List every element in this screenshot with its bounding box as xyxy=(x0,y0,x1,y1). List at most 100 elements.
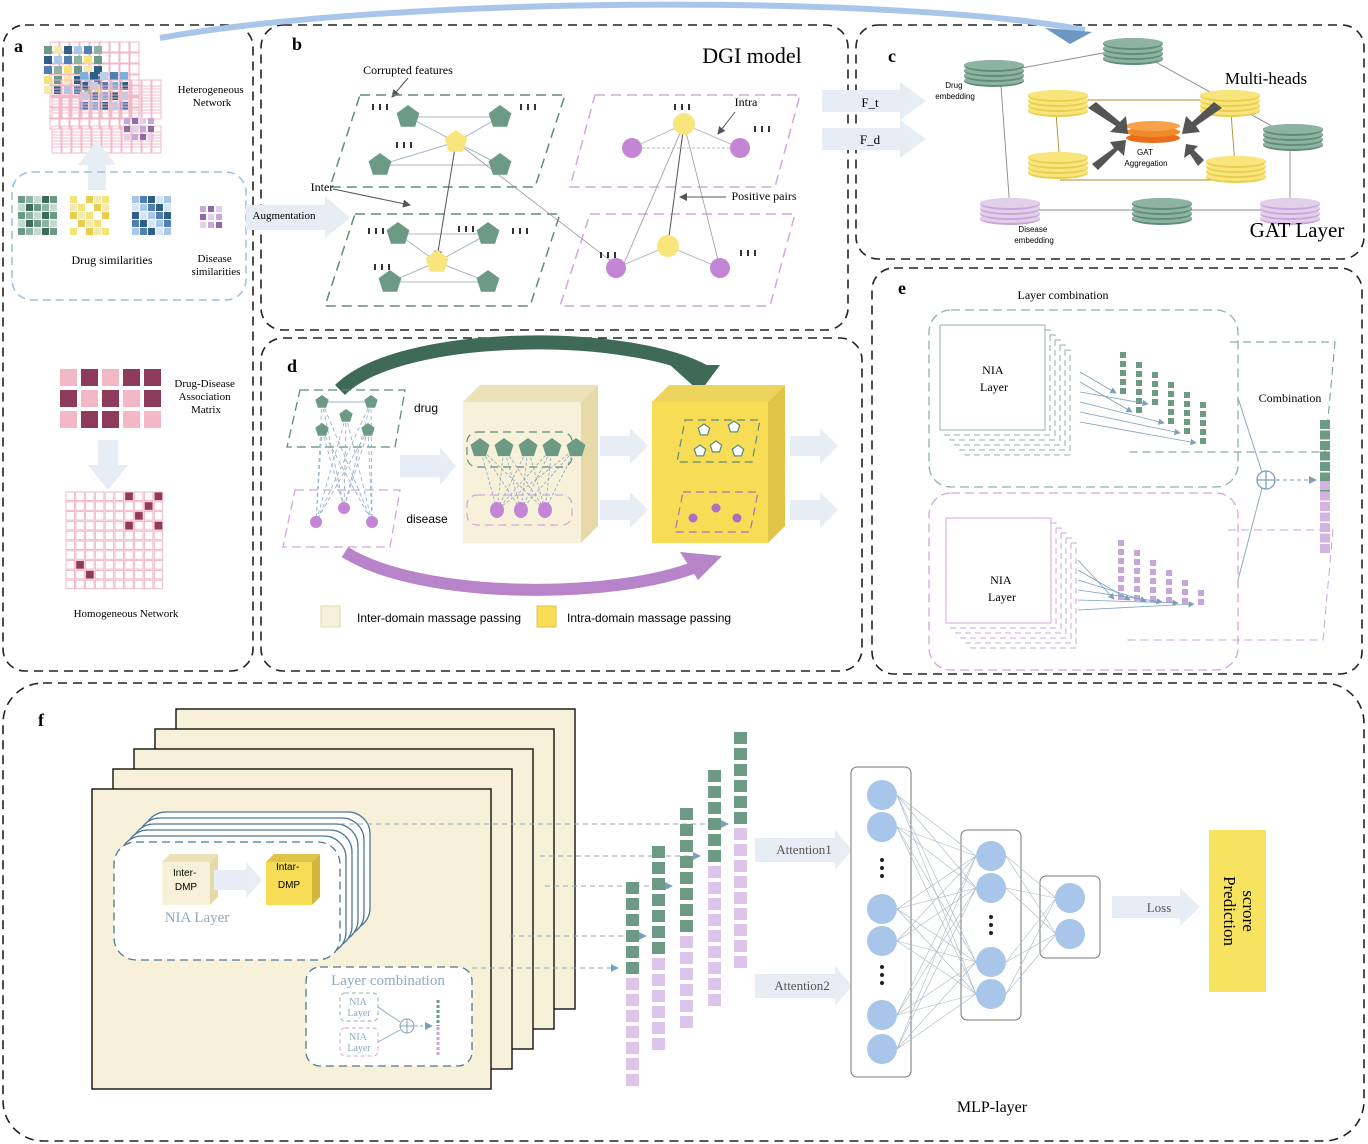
homo-cell xyxy=(65,560,75,570)
e-purple-col-cell xyxy=(1118,594,1124,600)
het-purple-cell xyxy=(148,134,154,140)
f-layer-comb-box xyxy=(305,966,473,1067)
mlp-ellipsis-dot xyxy=(880,965,884,969)
het-pink-cell xyxy=(91,103,102,114)
homo-cell xyxy=(65,569,75,580)
mlp-node xyxy=(867,812,897,842)
d-cube-link xyxy=(496,447,553,511)
mlp-edge xyxy=(896,855,977,910)
het-pink-cell xyxy=(141,103,152,114)
homo-cell xyxy=(143,491,154,501)
tick-mark xyxy=(614,252,616,258)
d-arrow-4 xyxy=(790,428,838,464)
homo-cell xyxy=(124,491,134,501)
het-purple-cell xyxy=(140,134,146,140)
mlp-node xyxy=(976,947,1006,977)
homo-cell xyxy=(94,511,105,521)
panel-d: d drug disease xyxy=(282,335,838,628)
het-pink-cell xyxy=(121,91,132,102)
fd-arrow xyxy=(822,120,926,158)
tick-mark xyxy=(386,104,388,110)
ft-arrow xyxy=(822,82,926,120)
mlp-edge xyxy=(1005,933,1057,995)
d-cube-link xyxy=(544,447,577,511)
homo-cell xyxy=(114,530,124,541)
mlp-edge xyxy=(896,794,977,857)
het-cell xyxy=(49,96,60,108)
augmentation-label: Augmentation xyxy=(253,210,316,222)
drug-emb-label-l2: embedding xyxy=(935,92,975,101)
het-pink-cell xyxy=(71,125,82,136)
het-blue-cell xyxy=(90,72,98,80)
e-combined-column xyxy=(1320,420,1330,553)
d-purple-curve xyxy=(341,546,703,596)
sim3-cell xyxy=(164,220,171,227)
het-pink-cell xyxy=(51,131,62,142)
homogeneous-label: Homogeneous Network xyxy=(74,608,179,620)
panel-d-letter: d xyxy=(287,356,297,376)
homo-cell xyxy=(114,560,124,570)
sim3-cell xyxy=(156,228,163,235)
f-col-green-cell xyxy=(652,862,665,874)
het-pink-cell xyxy=(51,79,62,90)
d-link xyxy=(315,415,347,523)
yellow-disk-tl-layer-top xyxy=(1028,90,1088,100)
e-comb-purple-cell xyxy=(1320,544,1330,553)
het-pink-cell xyxy=(151,137,162,148)
f-col-purple-cell xyxy=(734,956,747,968)
b-green-top-plane xyxy=(328,94,567,188)
het-pink-cell xyxy=(91,125,102,136)
e-green-stack xyxy=(939,324,1071,456)
e-purple-col-arrow xyxy=(1077,599,1179,607)
homo-cell xyxy=(134,520,144,531)
f-col-purple-cell xyxy=(708,882,721,894)
homo-cell xyxy=(134,569,144,580)
assoc-cell xyxy=(123,390,140,407)
panel-a-frame xyxy=(2,24,254,672)
e-nia1-l2: Layer xyxy=(980,380,1008,394)
het-pink-cell xyxy=(81,79,92,90)
sim3-cell xyxy=(148,220,155,227)
d-green-curve-head xyxy=(670,365,720,392)
e-purple-col-cell xyxy=(1166,588,1172,594)
het-pink-cell xyxy=(71,109,82,120)
f-col-green-cell xyxy=(734,732,747,744)
homo-cell xyxy=(75,569,85,580)
het-pink-cell xyxy=(131,91,142,102)
e-stack-sheet xyxy=(939,324,1046,431)
sim2-cell xyxy=(86,212,93,219)
het-pink-cell xyxy=(141,91,152,102)
sim4-cell xyxy=(216,214,222,220)
sim1-cell xyxy=(50,212,57,219)
f-mini-nia2-l2: Layer xyxy=(347,1043,371,1054)
e-purple-col-arrow xyxy=(1077,559,1115,600)
d-disease-node xyxy=(310,516,322,528)
tick-mark xyxy=(674,104,676,110)
f-col-purple-cell xyxy=(708,946,721,958)
d-link xyxy=(343,401,372,509)
e-purple-col-cell xyxy=(1182,598,1188,604)
f-dmp-arrow xyxy=(214,862,262,898)
mlp-edge xyxy=(1005,887,1057,899)
sim2-cell xyxy=(94,204,101,211)
f-col-green-cell xyxy=(626,930,639,942)
b-purple-node-br xyxy=(710,258,730,278)
inter-label: Inter xyxy=(311,180,334,194)
panel-c: c GAT Aggregation xyxy=(888,38,1344,245)
tick-mark xyxy=(681,104,683,110)
homo-cell xyxy=(75,511,85,521)
het-purple-cell xyxy=(132,118,138,124)
e-comb-green-cell xyxy=(1320,420,1330,429)
homo-cell xyxy=(124,520,134,531)
d-cube-link xyxy=(496,447,505,511)
het-pink-cell xyxy=(71,97,82,108)
sim3-cell xyxy=(156,204,163,211)
sim1-cell xyxy=(42,228,49,235)
het-pink-cell xyxy=(101,97,112,108)
het-color-cell xyxy=(64,66,72,74)
d-drug-node xyxy=(315,395,329,408)
homo-cell xyxy=(85,579,95,590)
d-yellow-disease-node xyxy=(732,513,742,523)
het-pink-cell xyxy=(151,143,162,154)
het-pink-cell xyxy=(121,79,132,90)
